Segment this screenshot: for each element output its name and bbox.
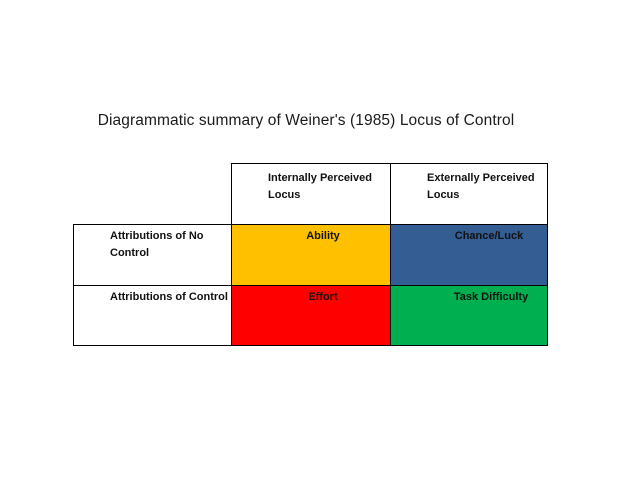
cell-effort-label: Effort bbox=[308, 291, 338, 303]
diagram-title: Diagrammatic summary of Weiner's (1985) … bbox=[97, 112, 515, 129]
cell-chance-luck: Chance/Luck bbox=[390, 224, 548, 286]
column-header-internal: Internally Perceived Locus bbox=[231, 163, 391, 225]
cell-ability-label: Ability bbox=[306, 230, 340, 242]
cell-task-difficulty-label: Task Difficulty bbox=[453, 291, 529, 303]
row-header-no-control: Attributions of No Control bbox=[73, 224, 232, 286]
cell-task-difficulty: Task Difficulty bbox=[390, 285, 548, 346]
row-header-control: Attributions of Control bbox=[73, 285, 232, 346]
cell-ability: Ability bbox=[231, 224, 391, 286]
cell-chance-luck-label: Chance/Luck bbox=[454, 230, 524, 242]
cell-effort: Effort bbox=[231, 285, 391, 346]
column-header-external: Externally Perceived Locus bbox=[390, 163, 548, 225]
